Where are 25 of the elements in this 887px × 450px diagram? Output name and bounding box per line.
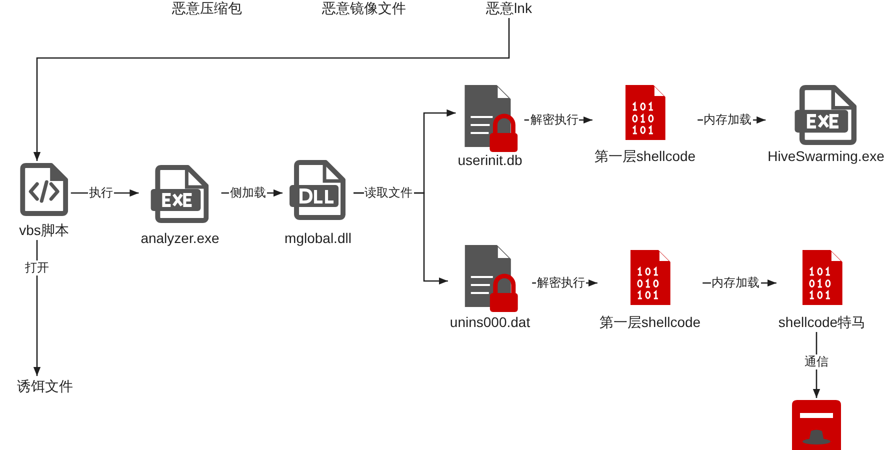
node-label: userinit.db [458,152,522,168]
node-label: HiveSwarming.exe [768,148,884,164]
edge-label: 侧加载 [228,186,267,200]
node-label: shellcode特马 [778,314,866,330]
arrow [33,18,510,161]
node-label: 第一层shellcode [594,148,696,164]
node-label: mglobal.dll [284,230,352,246]
node-label: 诱饵文件 [17,378,73,394]
node-label: vbs脚本 [19,222,69,238]
node-label: 第一层shellcode [599,314,701,330]
edge-label: 打开 [24,260,50,276]
edge-label: 通信 [804,354,830,370]
edge-label: 内存加载 [710,276,760,290]
arrow [33,240,41,376]
edge-label: 执行 [88,186,114,200]
edge-label: 读取文件 [364,186,414,200]
edge-label: 解密执行 [536,276,586,290]
node-label: 恶意压缩包 [172,0,242,16]
edge-label: 解密执行 [529,112,580,128]
edge-label: 内存加载 [702,112,753,128]
spy-icon [792,400,841,450]
node-label: analyzer.exe [140,230,220,246]
node-label: 恶意lnk [486,0,532,16]
node-label: 恶意镜像文件 [322,0,406,16]
node-label: unins000.dat [450,314,530,330]
